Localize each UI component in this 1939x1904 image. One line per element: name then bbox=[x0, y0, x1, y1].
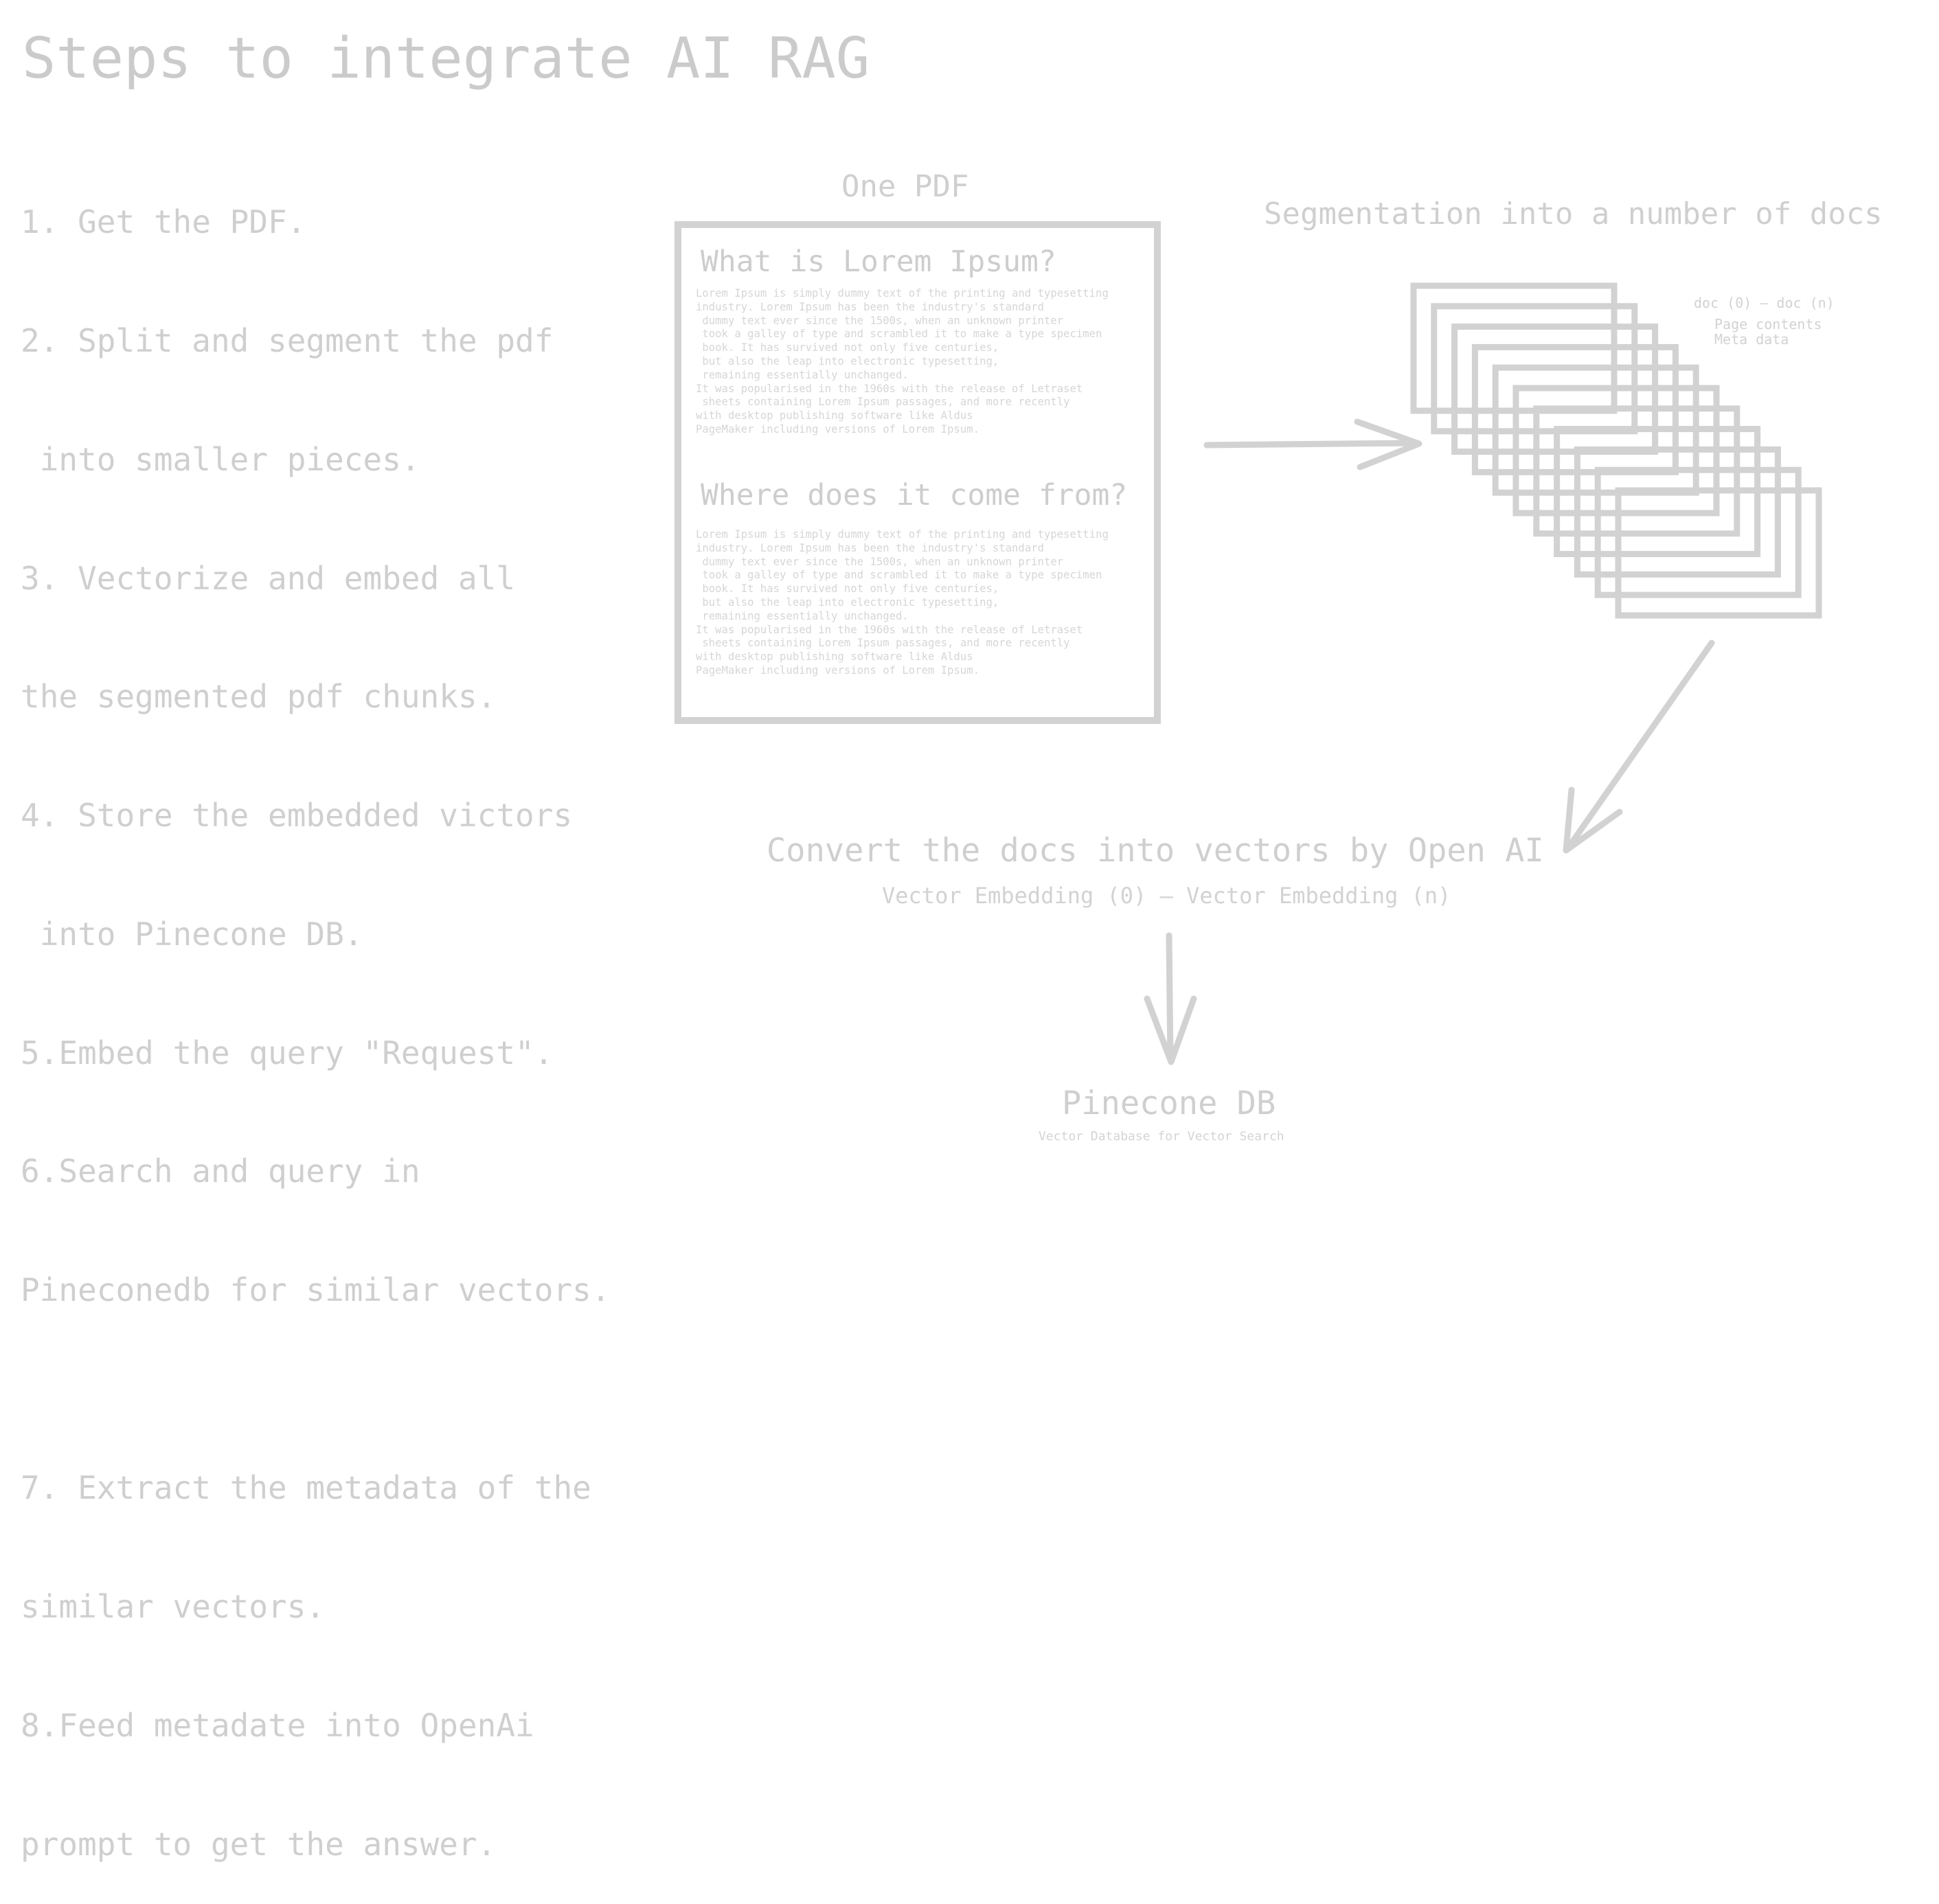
doc-stack bbox=[1410, 282, 1822, 619]
convert-sublabel: Vector Embedding (0) – Vector Embedding … bbox=[882, 883, 1451, 909]
pdf-heading: What is Lorem Ipsum? bbox=[701, 245, 1056, 279]
step-line: 1. Get the PDF. bbox=[21, 203, 306, 241]
step-line: into Pinecone DB. bbox=[21, 915, 363, 953]
pinecone-sublabel: Vector Database for Vector Search bbox=[1039, 1129, 1284, 1144]
step-line: 3. Vectorize and embed all bbox=[21, 559, 516, 597]
arrow-docs-to-vectors bbox=[1563, 639, 1715, 854]
step-line: similar vectors. bbox=[21, 1587, 326, 1625]
step-line: 5.Embed the query "Request". bbox=[21, 1034, 554, 1072]
step-line: prompt to get the answer. bbox=[21, 1825, 497, 1863]
diagram-graphics bbox=[1144, 282, 1822, 1065]
step-line: 2. Split and segment the pdf bbox=[21, 321, 554, 359]
doc-frame bbox=[1594, 466, 1802, 598]
pdf-body-text: Lorem Ipsum is simply dummy text of the … bbox=[696, 528, 1109, 677]
docs-note-meta-data: Meta data bbox=[1714, 331, 1789, 348]
step-line: 7. Extract the metadata of the bbox=[21, 1469, 591, 1507]
pdf-body-text: Lorem Ipsum is simply dummy text of the … bbox=[696, 287, 1109, 435]
step-line: the segmented pdf chunks. bbox=[21, 678, 497, 716]
segmentation-label: Segmentation into a number of docs bbox=[1264, 196, 1883, 231]
pdf-heading: Where does it come from? bbox=[701, 478, 1128, 512]
docs-range-note: doc (0) – doc (n) bbox=[1694, 295, 1835, 311]
docs-note-page-contents: Page contents bbox=[1714, 316, 1822, 332]
step-line: into smaller pieces. bbox=[21, 440, 420, 478]
page-title: Steps to integrate AI RAG bbox=[22, 26, 870, 91]
arrow-vectors-to-pinecone bbox=[1144, 932, 1197, 1065]
step-line: 8.Feed metadate into OpenAi bbox=[21, 1706, 534, 1744]
step-line: Pineconedb for similar vectors. bbox=[21, 1271, 611, 1309]
step-line: 4. Store the embedded victors bbox=[21, 797, 573, 835]
convert-label: Convert the docs into vectors by Open AI bbox=[767, 832, 1544, 870]
doc-frame bbox=[1615, 487, 1822, 619]
doc-frame bbox=[1574, 446, 1781, 578]
one-pdf-label: One PDF bbox=[841, 169, 969, 204]
pdf-page-frame bbox=[674, 221, 1161, 724]
arrow-pdf-to-docs bbox=[1203, 418, 1422, 471]
pinecone-label: Pinecone DB bbox=[1062, 1085, 1276, 1122]
